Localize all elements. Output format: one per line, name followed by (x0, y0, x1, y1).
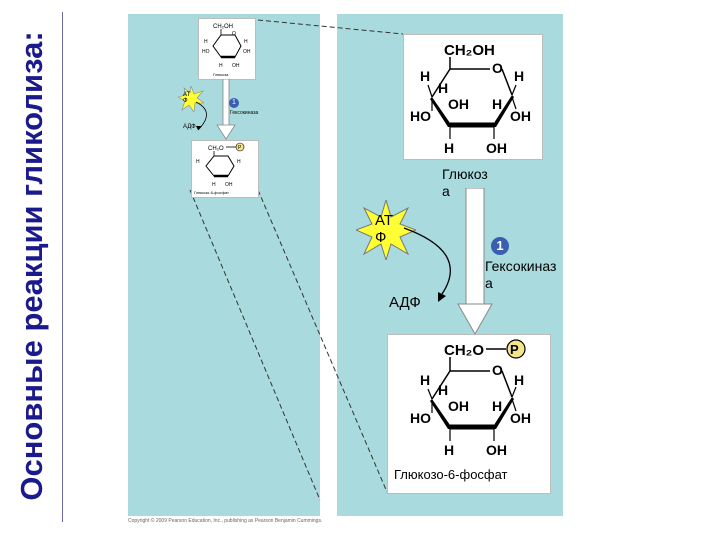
ring-oxygen: O (492, 60, 503, 76)
glucose-label-line2: а (442, 183, 450, 199)
g6p-oh-c3: OH (486, 442, 507, 458)
small-h1: H (204, 39, 208, 45)
phosphate-symbol: P (510, 342, 519, 357)
small-step-badge: 1 (229, 98, 239, 108)
h-c2: H (492, 96, 502, 112)
curved-reaction-arrow (403, 227, 451, 302)
glucose-label-line1: Глюкоз (442, 166, 488, 182)
large-glucose-box: CH₂OH O H H OH H H HO OH H OH (403, 34, 543, 160)
small-g6p-h1: H (196, 159, 200, 165)
g6p-ho: HO (410, 410, 431, 426)
step-number-badge: 1 (491, 237, 509, 255)
g6p-h-c4-up: H (420, 372, 430, 388)
small-h2: H (244, 39, 248, 45)
h-c5: H (438, 80, 448, 96)
small-oh1: OH (243, 49, 251, 55)
g6p-ring-oxygen: O (492, 362, 503, 378)
enzyme-label-line2: а (485, 275, 493, 291)
small-oh2: OH (232, 63, 240, 69)
small-enzyme-label: Гексокиназа (230, 110, 259, 116)
small-g6p-h2: H (237, 159, 241, 165)
small-curved-arrow (195, 101, 207, 131)
small-adp-label: АДФ (183, 124, 196, 130)
h-c1: H (514, 68, 524, 84)
adp-label: АДФ (389, 294, 421, 311)
small-glucose-box: CH₂OH O H H HO OH H OH Глюкоза (198, 18, 256, 80)
ho-label: HO (410, 108, 431, 124)
copyright-notice: Copyright © 2009 Pearson Education, Inc.… (128, 518, 323, 524)
oh-c4-label: OH (448, 96, 469, 112)
h-c4-up: H (420, 68, 430, 84)
enzyme-label-line1: Гексокиназ (485, 258, 557, 274)
ch2o-label: CH₂O (444, 342, 484, 359)
small-ho: HO (202, 49, 210, 55)
title-divider (62, 12, 63, 522)
glucose-label: Глюкоз а (442, 166, 488, 200)
g6p-h-c5: H (438, 382, 448, 398)
small-glucose-label: Глюкоза (213, 72, 229, 77)
small-phosphate: P (238, 145, 242, 151)
g6p-h-c2: H (492, 398, 502, 414)
enzyme-label: Гексокиназ а (485, 258, 556, 292)
g6p-oh-c1: OH (510, 410, 531, 426)
atp-burst (356, 200, 416, 260)
main-down-arrow (457, 188, 493, 336)
atp-label: АТ Ф (375, 212, 393, 246)
small-atp-label: АТ Ф (183, 92, 191, 104)
g6p-h-c3: H (444, 442, 454, 458)
atp-label-line1: АТ (375, 212, 393, 229)
h-c3: H (444, 140, 454, 156)
g6p-label: Глюкозо-6-фосфат (394, 467, 508, 482)
small-atp-burst (178, 86, 204, 112)
small-ch2oh: CH₂OH (213, 24, 233, 30)
small-g6p-label: Глюкозо-6-фосфат (194, 190, 229, 195)
g6p-h-c1: H (514, 372, 524, 388)
small-g6p-oh: OH (225, 182, 233, 188)
g6p-oh-c4: OH (448, 398, 469, 414)
small-g6p-ch2o: CH₂O (208, 146, 224, 152)
oh-c3-label: OH (486, 140, 507, 156)
small-g6p-box: CH₂O P H H H OH Глюкозо-6-фосфат (191, 140, 259, 198)
large-g6p-box: CH₂O P O H H OH H H HO OH H OH Глюкозо-6… (387, 334, 551, 494)
small-h3: H (219, 63, 223, 69)
small-g6p-h3: H (212, 182, 216, 188)
small-ring-o: O (232, 31, 236, 37)
atp-label-line2: Ф (375, 229, 387, 246)
oh-c1-label: OH (510, 108, 531, 124)
ch2oh-label: CH₂OH (444, 42, 495, 59)
